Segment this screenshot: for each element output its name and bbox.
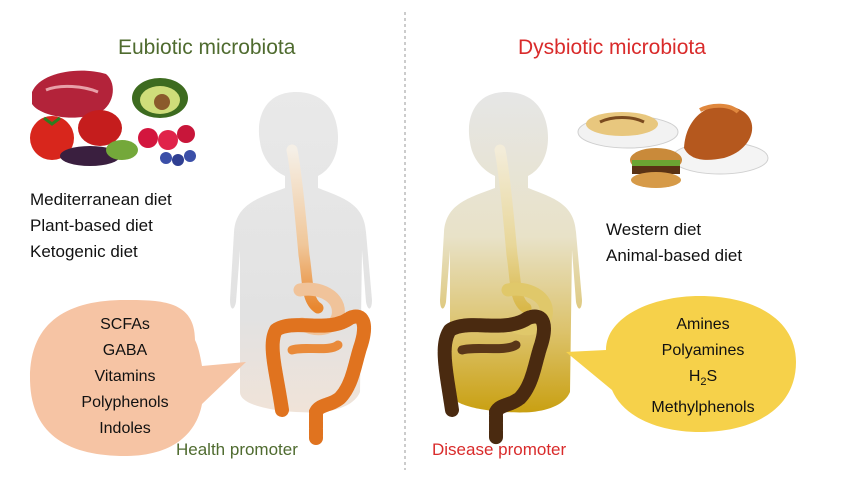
metabolite-item: Indoles <box>99 420 151 437</box>
eubiotic-metabolite-list: SCFAs GABA Vitamins Polyphenols Indoles <box>40 312 210 442</box>
right-metabolite-bubble <box>566 296 796 432</box>
metabolite-item: Vitamins <box>94 368 156 385</box>
metabolite-item: GABA <box>102 342 148 359</box>
metabolite-item: Methylphenols <box>651 399 755 417</box>
diet-item: Mediterranean diet <box>30 190 172 209</box>
diet-item: Plant-based diet <box>30 216 153 235</box>
eubiotic-diet-list: Mediterranean diet Plant-based diet Keto… <box>30 187 172 265</box>
h2s-tail: S <box>706 368 718 385</box>
diseased-gut-colon <box>437 309 551 445</box>
diet-item: Western diet <box>606 220 702 239</box>
h2s-base: H <box>688 368 701 385</box>
dysbiotic-diet-list: Western diet Animal-based diet <box>606 217 742 269</box>
metabolite-item: Amines <box>676 316 730 333</box>
diet-item: Animal-based diet <box>606 246 743 265</box>
health-promoter-label: Health promoter <box>176 440 298 459</box>
h2s-subscript: 2 <box>700 376 707 389</box>
fast-food-roast-chicken-icon <box>577 103 769 188</box>
dysbiotic-title: Dysbiotic microbiota <box>518 36 706 59</box>
diet-item: Ketogenic diet <box>30 242 138 261</box>
healthy-gut-colon <box>265 309 372 445</box>
disease-promoter-label: Disease promoter <box>432 440 567 459</box>
metabolite-item: Polyamines <box>661 342 745 359</box>
eubiotic-title: Eubiotic microbiota <box>118 36 296 59</box>
metabolite-item-h2s: H2S <box>618 364 788 395</box>
metabolite-item: Polyphenols <box>81 394 169 411</box>
fruits-vegetables-meat-icon <box>30 70 196 166</box>
left-metabolite-bubble <box>30 300 246 456</box>
dysbiotic-metabolite-list: Amines Polyamines H2S Methylphenols <box>618 312 788 421</box>
metabolite-item: SCFAs <box>100 316 150 333</box>
